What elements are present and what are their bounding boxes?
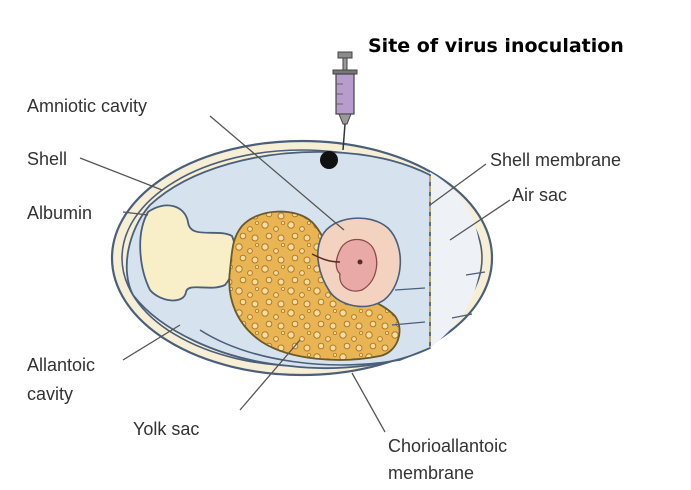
leader-shell bbox=[80, 158, 162, 190]
title-label: Site of virus inoculation bbox=[368, 35, 624, 57]
syringe-icon bbox=[333, 52, 357, 150]
air-sac-region bbox=[430, 172, 480, 348]
label-shell-membrane: Shell membrane bbox=[490, 150, 621, 170]
label-chorioallantoic-2: membrane bbox=[388, 463, 474, 483]
label-allantoic-cavity-1: Allantoic bbox=[27, 355, 95, 375]
label-shell: Shell bbox=[27, 149, 67, 169]
label-albumin: Albumin bbox=[27, 203, 92, 223]
label-allantoic-cavity-2: cavity bbox=[27, 384, 73, 404]
label-yolk-sac: Yolk sac bbox=[133, 419, 199, 439]
inoculation-site-dot bbox=[320, 151, 338, 169]
label-air-sac: Air sac bbox=[512, 185, 567, 205]
label-amniotic-cavity: Amniotic cavity bbox=[27, 96, 147, 116]
embryo bbox=[336, 240, 376, 292]
embryo-eye bbox=[358, 260, 363, 265]
label-chorioallantoic-1: Chorioallantoic bbox=[388, 436, 507, 456]
leader-chorioallantoic bbox=[352, 373, 385, 432]
